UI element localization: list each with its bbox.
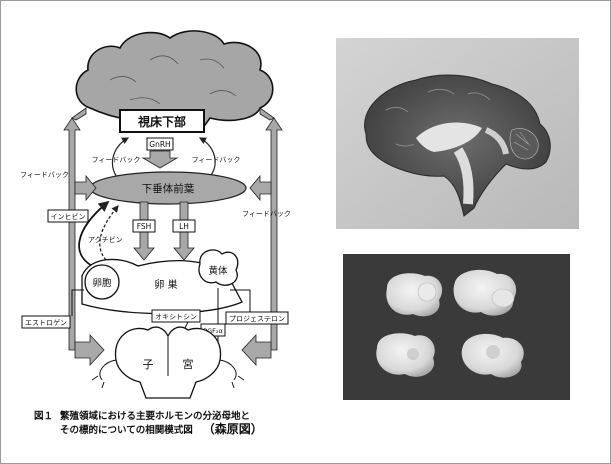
lh-label: LH	[179, 222, 189, 231]
fsh-label: FSH	[137, 222, 152, 231]
ovary-specimen-1	[386, 273, 442, 316]
activin-arrow	[100, 206, 118, 260]
ovary-label: 卵 巣	[154, 278, 177, 291]
corpus-luteum-label: 黄体	[208, 265, 228, 277]
caption-line-2: その標的についての相関模式図	[60, 425, 193, 436]
feedback-label-right: フィードバック	[242, 210, 291, 218]
brain-sagittal-section-photo	[336, 38, 579, 229]
progesterone-label: プロジェステロン	[229, 315, 285, 323]
feedback-label-center-right: フィードバック	[192, 156, 241, 164]
anterior-pituitary-label: 下垂体前葉	[142, 182, 195, 195]
feedback-label-center-left: フィードバック	[92, 156, 141, 164]
inhibin-label: インヒビン	[51, 212, 86, 221]
fallopian-curl-left	[92, 360, 116, 388]
uterus-label-left: 子	[143, 358, 154, 371]
follicle-label: 卵胞	[92, 277, 112, 289]
caption-line-1: 繁殖領域における主要ホルモンの分泌母地と	[60, 411, 250, 422]
feedback-label-left: フィードバック	[20, 171, 69, 179]
hormone-diagram: 視床下部 GnRH フィードバック フィードバック 下垂体前葉 フィードバック …	[20, 20, 320, 400]
hypothalamus-label: 視床下部	[137, 114, 186, 129]
ovary-specimen-3	[376, 333, 434, 377]
ovary-specimen-2	[454, 270, 517, 316]
four-ovaries-photo	[343, 254, 570, 400]
uterus-label-right: 宮	[183, 357, 194, 371]
figure-number: 図１	[34, 410, 60, 423]
oxytocin-label: オキシトシン	[155, 313, 197, 321]
activin-label: アクチビン	[88, 235, 123, 244]
fallopian-curl-right	[220, 360, 244, 388]
gnrh-label: GnRH	[149, 140, 170, 149]
caption-author: （森原図）	[203, 422, 263, 436]
gnrh-arrow	[143, 151, 177, 168]
estrogen-label: エストロゲン	[25, 318, 67, 327]
